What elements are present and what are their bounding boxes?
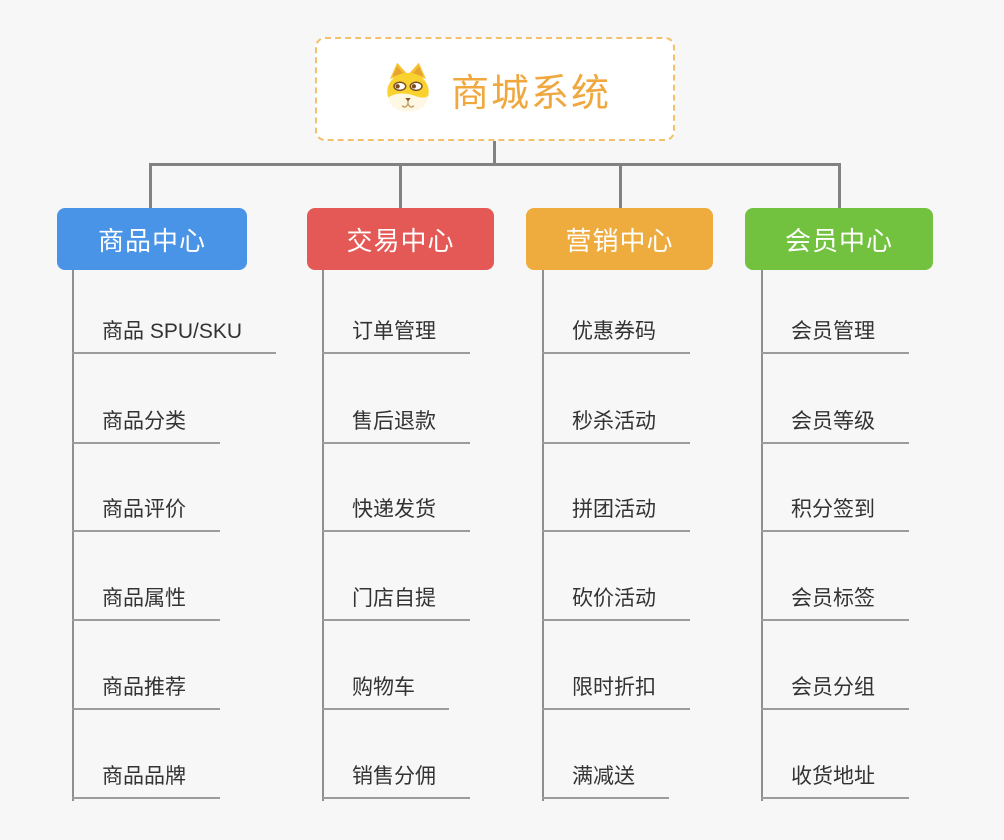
child-node[interactable]: 会员管理 <box>761 308 909 354</box>
connector-drop-marketing <box>619 163 622 209</box>
branch-members[interactable]: 会员中心 <box>745 208 933 270</box>
child-node[interactable]: 快递发货 <box>322 486 470 532</box>
connector-trunk-products <box>72 269 74 801</box>
child-node[interactable]: 门店自提 <box>322 575 470 621</box>
dog-face-icon <box>387 62 429 112</box>
child-node[interactable]: 满减送 <box>542 753 669 799</box>
connector-trunk-members <box>761 269 763 801</box>
child-node[interactable]: 会员分组 <box>761 664 909 710</box>
child-node[interactable]: 拼团活动 <box>542 486 690 532</box>
branch-trade[interactable]: 交易中心 <box>307 208 494 270</box>
child-node[interactable]: 商品品牌 <box>72 753 220 799</box>
branch-label: 会员中心 <box>784 225 893 256</box>
branch-products[interactable]: 商品中心 <box>57 208 247 270</box>
child-node[interactable]: 商品评价 <box>72 486 220 532</box>
child-node[interactable]: 积分签到 <box>761 486 909 532</box>
child-node[interactable]: 购物车 <box>322 664 449 710</box>
child-node[interactable]: 销售分佣 <box>322 753 470 799</box>
branch-label: 商品中心 <box>97 225 206 256</box>
child-node[interactable]: 秒杀活动 <box>542 398 690 444</box>
root-title: 商城系统 <box>450 72 611 115</box>
child-node[interactable]: 砍价活动 <box>542 575 690 621</box>
child-node[interactable]: 商品分类 <box>72 398 220 444</box>
child-node[interactable]: 限时折扣 <box>542 664 690 710</box>
child-node[interactable]: 商品属性 <box>72 575 220 621</box>
child-node[interactable]: 商品推荐 <box>72 664 220 710</box>
branch-label: 营销中心 <box>565 225 674 256</box>
connector-trunk-trade <box>322 269 324 801</box>
child-node[interactable]: 商品 SPU/SKU <box>72 308 277 354</box>
root-node[interactable]: 商城系统 <box>315 37 675 141</box>
child-node[interactable]: 收货地址 <box>761 753 909 799</box>
connector-drop-products <box>149 163 152 209</box>
connector-root-drop <box>493 140 496 165</box>
connector-trunk-marketing <box>542 269 544 801</box>
child-node[interactable]: 会员标签 <box>761 575 909 621</box>
branch-label: 交易中心 <box>346 225 455 256</box>
connector-bus <box>149 163 841 166</box>
child-node[interactable]: 会员等级 <box>761 398 909 444</box>
child-node[interactable]: 订单管理 <box>322 308 470 354</box>
connector-drop-trade <box>399 163 402 209</box>
branch-marketing[interactable]: 营销中心 <box>526 208 713 270</box>
connector-drop-members <box>838 163 841 209</box>
child-node[interactable]: 售后退款 <box>322 398 470 444</box>
child-node[interactable]: 优惠券码 <box>542 308 690 354</box>
